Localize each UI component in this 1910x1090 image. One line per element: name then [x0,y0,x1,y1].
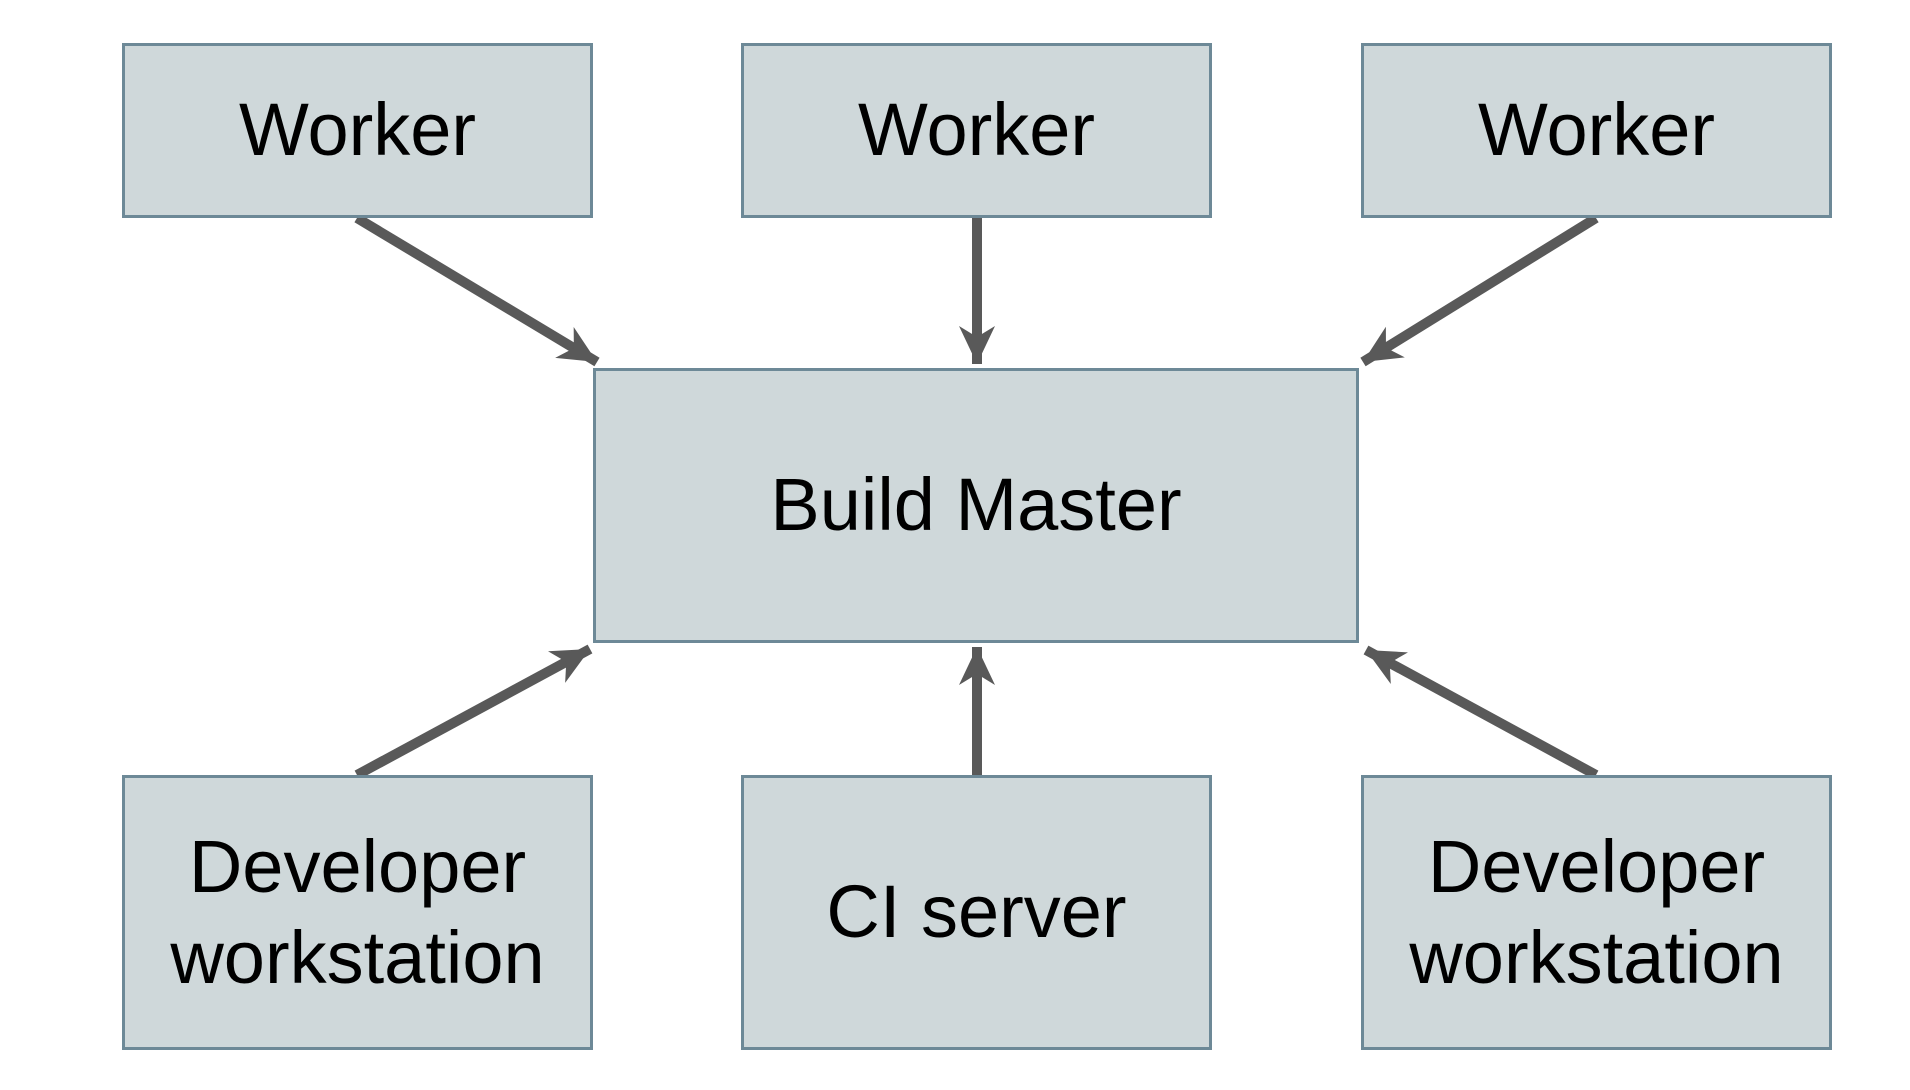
edge-worker1-to-buildmaster [354,213,600,367]
node-developer-workstation-right-label: Developer workstation [1409,825,1784,999]
node-developer-workstation-left: Developer workstation [122,775,593,1050]
node-build-master: Build Master [593,368,1359,643]
node-worker-1-label: Worker [238,88,477,172]
node-ci-server: CI server [741,775,1212,1050]
node-worker-3-label: Worker [1477,88,1716,172]
node-ci-server-label: CI server [826,870,1127,954]
node-developer-workstation-right: Developer workstation [1361,775,1832,1050]
node-worker-1: Worker [122,43,593,218]
edge-devworkstation-left-to-buildmaster [354,644,593,780]
node-worker-3: Worker [1361,43,1832,218]
node-build-master-label: Build Master [770,463,1182,547]
edge-devworkstation-right-to-buildmaster [1363,645,1599,780]
node-worker-2-label: Worker [857,88,1096,172]
node-developer-workstation-left-label: Developer workstation [170,825,545,999]
edge-worker3-to-buildmaster [1360,213,1599,367]
node-worker-2: Worker [741,43,1212,218]
